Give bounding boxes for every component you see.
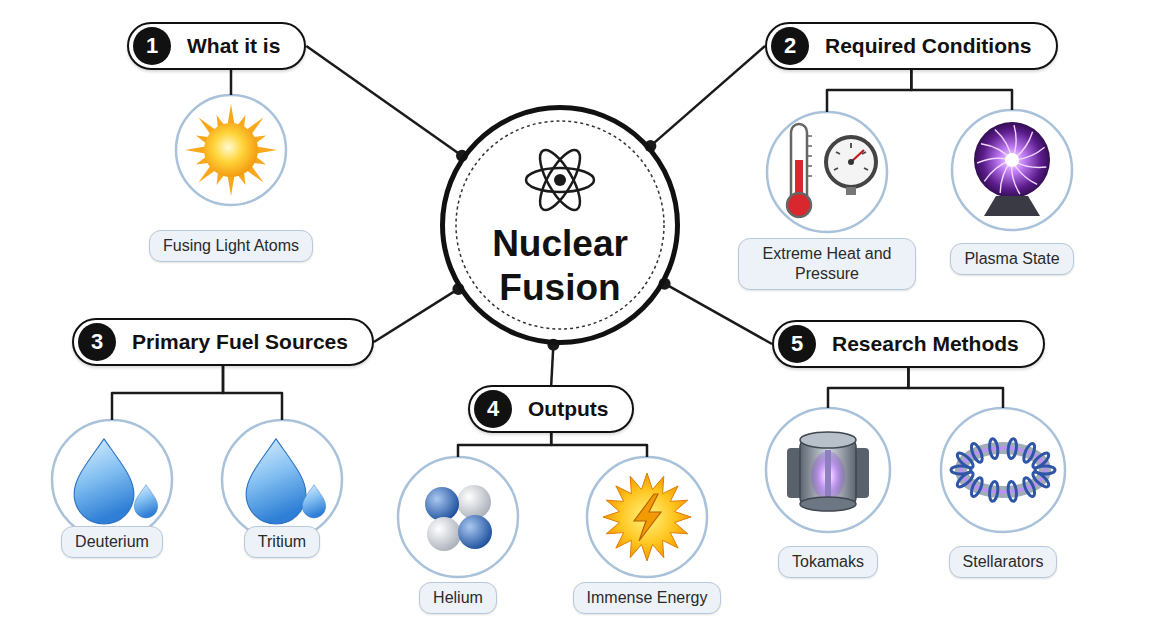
sun-rays: [185, 104, 277, 196]
thermometer-icon: [787, 124, 812, 217]
junction-dot: [456, 150, 468, 162]
hub-ground: [442, 107, 678, 343]
deuterium-drops: [74, 439, 158, 524]
concept-item: Plasma State: [950, 110, 1074, 275]
pressure-gauge-icon: [826, 137, 876, 195]
callout-number-text: 5: [791, 331, 803, 357]
node-label: Outputs: [528, 397, 608, 421]
plasma-ball-icon: [974, 122, 1050, 216]
item-label-pill: Tokamaks: [778, 546, 878, 578]
node-label: Helium: [433, 588, 483, 608]
category-header: Outputs 4: [468, 385, 634, 433]
connector: [306, 46, 462, 156]
concept-item: Stellarators: [941, 408, 1065, 578]
junction-dot: [644, 140, 656, 152]
hub-title: Nuclear Fusion: [459, 222, 661, 311]
node-label: Tritium: [258, 532, 306, 552]
category-header: Research Methods 5: [772, 320, 1045, 368]
node-label: Required Conditions: [825, 34, 1032, 58]
callout-number-text: 2: [784, 33, 796, 59]
connector: [911, 70, 1012, 110]
callout-number: 4: [474, 390, 512, 428]
connector: [828, 368, 908, 408]
item-label-pill: Plasma State: [950, 243, 1073, 275]
sun-icon: [204, 123, 258, 177]
connector: [551, 433, 647, 457]
category-header: What it is 1: [127, 22, 306, 70]
lightning-bolt: [634, 494, 661, 541]
connector: [650, 46, 765, 146]
connector: [230, 70, 233, 95]
helium-nucleus-icon: [425, 485, 492, 551]
hub-circle: Nuclear Fusion: [440, 105, 680, 345]
icon-frames: [52, 95, 1072, 577]
category-header: Required Conditions 2: [765, 22, 1058, 70]
concept-item: Deuterium: [52, 420, 172, 558]
tokamak-icon: [787, 432, 869, 511]
junction-dot: [659, 278, 671, 290]
connector: [827, 70, 911, 112]
node-label: Plasma State: [964, 249, 1059, 269]
node-label: Stellarators: [963, 552, 1044, 572]
item-label-pill: Tritium: [244, 526, 320, 558]
connector: [458, 433, 551, 457]
callout-number-text: 3: [91, 329, 103, 355]
callout-number: 3: [78, 323, 116, 361]
node-label: What it is: [187, 34, 280, 58]
junction-dot: [452, 283, 464, 295]
connector: [374, 289, 459, 342]
concept-item: Tritium: [222, 420, 342, 558]
callout-number: 1: [133, 27, 171, 65]
item-label-pill: Extreme Heat and Pressure: [738, 238, 916, 290]
energy-burst-icon: [603, 473, 691, 561]
callout-number-text: 1: [146, 33, 158, 59]
connector: [112, 366, 223, 420]
item-label-pill: Deuterium: [61, 526, 163, 558]
item-label-pill: Immense Energy: [573, 582, 722, 614]
atom-icon: [526, 145, 594, 216]
callout-number: 2: [771, 27, 809, 65]
node-label: Nuclear Fusion: [459, 222, 661, 311]
node-label: Fusing Light Atoms: [163, 236, 299, 256]
connector: [908, 368, 1003, 408]
node-label: Extreme Heat and Pressure: [752, 244, 902, 284]
item-label-pill: Helium: [419, 582, 497, 614]
callout-number-text: 4: [487, 396, 499, 422]
connector: [665, 284, 772, 344]
node-label: Research Methods: [832, 332, 1019, 356]
node-label: Tokamaks: [792, 552, 864, 572]
concept-item: Immense Energy: [573, 457, 722, 614]
concept-item: Tokamaks: [766, 408, 890, 578]
connector: [223, 366, 282, 420]
node-label: Deuterium: [75, 532, 149, 552]
connector: [551, 345, 553, 385]
node-label: Immense Energy: [587, 588, 708, 608]
stellarator-icon: [951, 438, 1055, 502]
callout-number: 5: [778, 325, 816, 363]
node-label: Primary Fuel Sources: [132, 330, 348, 354]
concept-item: Fusing Light Atoms: [149, 95, 314, 262]
category-header: Primary Fuel Sources 3: [72, 318, 374, 366]
concept-item: Helium: [398, 457, 518, 614]
item-label-pill: Fusing Light Atoms: [149, 230, 313, 262]
concept-item: Extreme Heat and Pressure: [738, 112, 916, 290]
item-label-pill: Stellarators: [949, 546, 1058, 578]
tritium-drops: [246, 439, 326, 524]
